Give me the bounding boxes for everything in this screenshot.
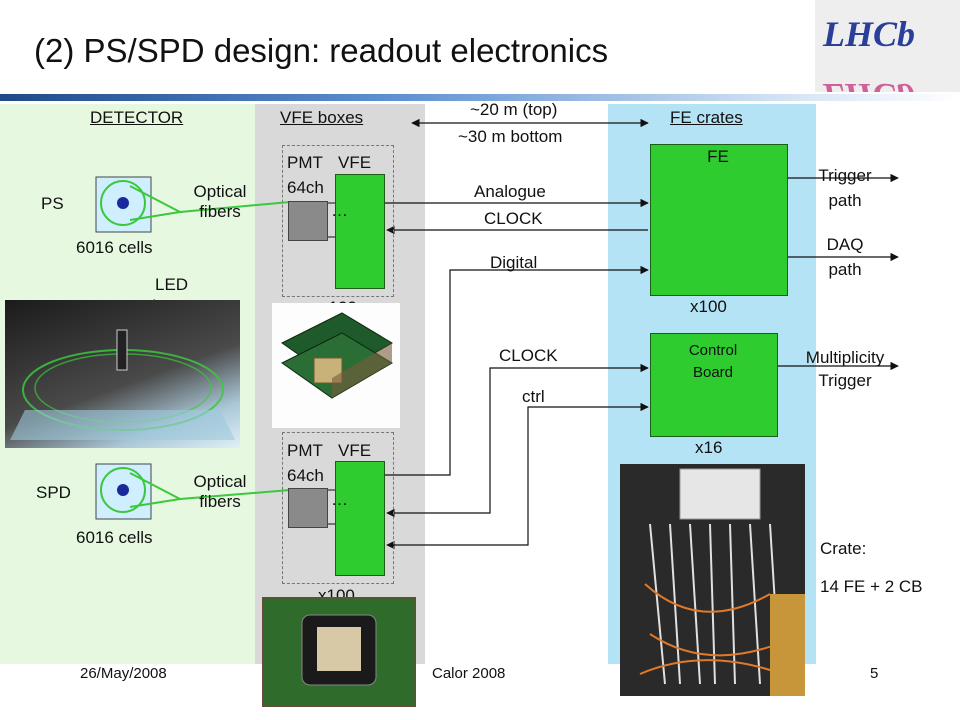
crate-composition: 14 FE + 2 CB [820,577,923,596]
scintillator-tile-graphic [10,329,235,440]
ctrl-label: ctrl [522,387,545,406]
trigger-path-label: Trigger path [800,163,890,213]
title-underline [0,94,960,101]
multiplicity-trigger-label: Multiplicity Trigger [790,346,900,392]
pmt-top [288,201,328,241]
control-board [650,333,778,437]
multiplicity-trigger-line1: Multiplicity [805,348,885,367]
ps-label: PS [41,194,64,213]
clock-bottom-label: CLOCK [499,346,558,365]
crate-label: Crate: [820,539,867,558]
vfe-board-bottom [335,461,385,576]
pmt-base-photo [262,597,416,707]
trigger-path-line1: Trigger [818,166,872,185]
pmt-base-graphic [262,597,416,707]
dots-top: … [331,201,348,220]
control-board-line1: Control [688,342,738,359]
distance-bottom: ~30 m bottom [458,127,563,146]
led-label: LED [155,275,189,294]
footer-date: 26/May/2008 [80,665,167,682]
spd-optical-fibers-label: Optical fibers [180,472,260,512]
spd-optical-fiber [179,489,291,500]
ps-cells-count: 6016 cells [76,238,153,257]
spd-fiber-loop [100,467,146,513]
slide-title: (2) PS/SPD design: readout electronics [34,32,609,69]
spd-cells-count: 6016 cells [76,528,153,547]
ps-fiber-loop [100,180,146,226]
crate-graphic [620,464,805,696]
digital-line [385,265,649,476]
vfe-box-top [282,145,394,297]
pmt-label-bottom: PMT [287,441,323,460]
control-multiplicity: x16 [695,438,723,457]
pmt-label-top: PMT [287,153,323,172]
multiplicity-trigger-line2: Trigger [818,371,872,390]
channels-label-bottom: 64ch [287,466,324,485]
optical-label-line2: fibers [199,202,241,221]
channels-label-top: 64ch [287,178,324,197]
daq-path-line1: DAQ [826,235,864,254]
scintillator-tile-photo [5,300,240,448]
analogue-label: Analogue [474,182,546,201]
daq-path-line2: path [828,260,862,279]
fe-board [650,144,788,296]
footer-page-number: 5 [870,665,879,682]
header-detector: DETECTOR [90,108,184,127]
vfe-label-top: VFE [338,153,372,172]
ps-pmt-spot [117,197,129,209]
optical-label-line1: Optical [193,472,247,491]
vfe-label-bottom: VFE [338,441,372,460]
optical-label-line2: fibers [199,492,241,511]
ctrl-line [386,402,649,550]
optical-label-line1: Optical [193,182,247,201]
fe-multiplicity: x100 [690,297,727,316]
header-vfe-boxes: VFE boxes [280,108,364,127]
vfe-board-photo [272,303,400,428]
control-board-label: Control Board [650,340,776,384]
vfe-board-top [335,174,385,289]
ps-optical-fibers-label: Optical fibers [180,182,260,222]
spd-pmt-spot [117,484,129,496]
control-board-line2: Board [692,364,734,381]
pmt-bottom [288,488,328,528]
dots-bottom: … [331,490,348,509]
spd-label: SPD [36,483,71,502]
trigger-path-line2: path [828,191,862,210]
daq-path-label: DAQ path [800,232,890,282]
ps-optical-fiber [179,201,291,213]
distance-top: ~20 m (top) [470,100,558,119]
crate-photo [620,464,805,696]
clock-bottom-line [386,363,649,518]
svg-text:LHCb: LHCb [822,14,915,54]
clock-top-label: CLOCK [484,209,543,228]
vfe-board-graphic [281,312,393,399]
footer-conference: Calor 2008 [432,665,506,682]
vfe-box-bottom [282,432,394,584]
digital-label: Digital [490,253,538,272]
header-fe-crates: FE crates [670,108,743,127]
fe-label: FE [707,147,729,166]
